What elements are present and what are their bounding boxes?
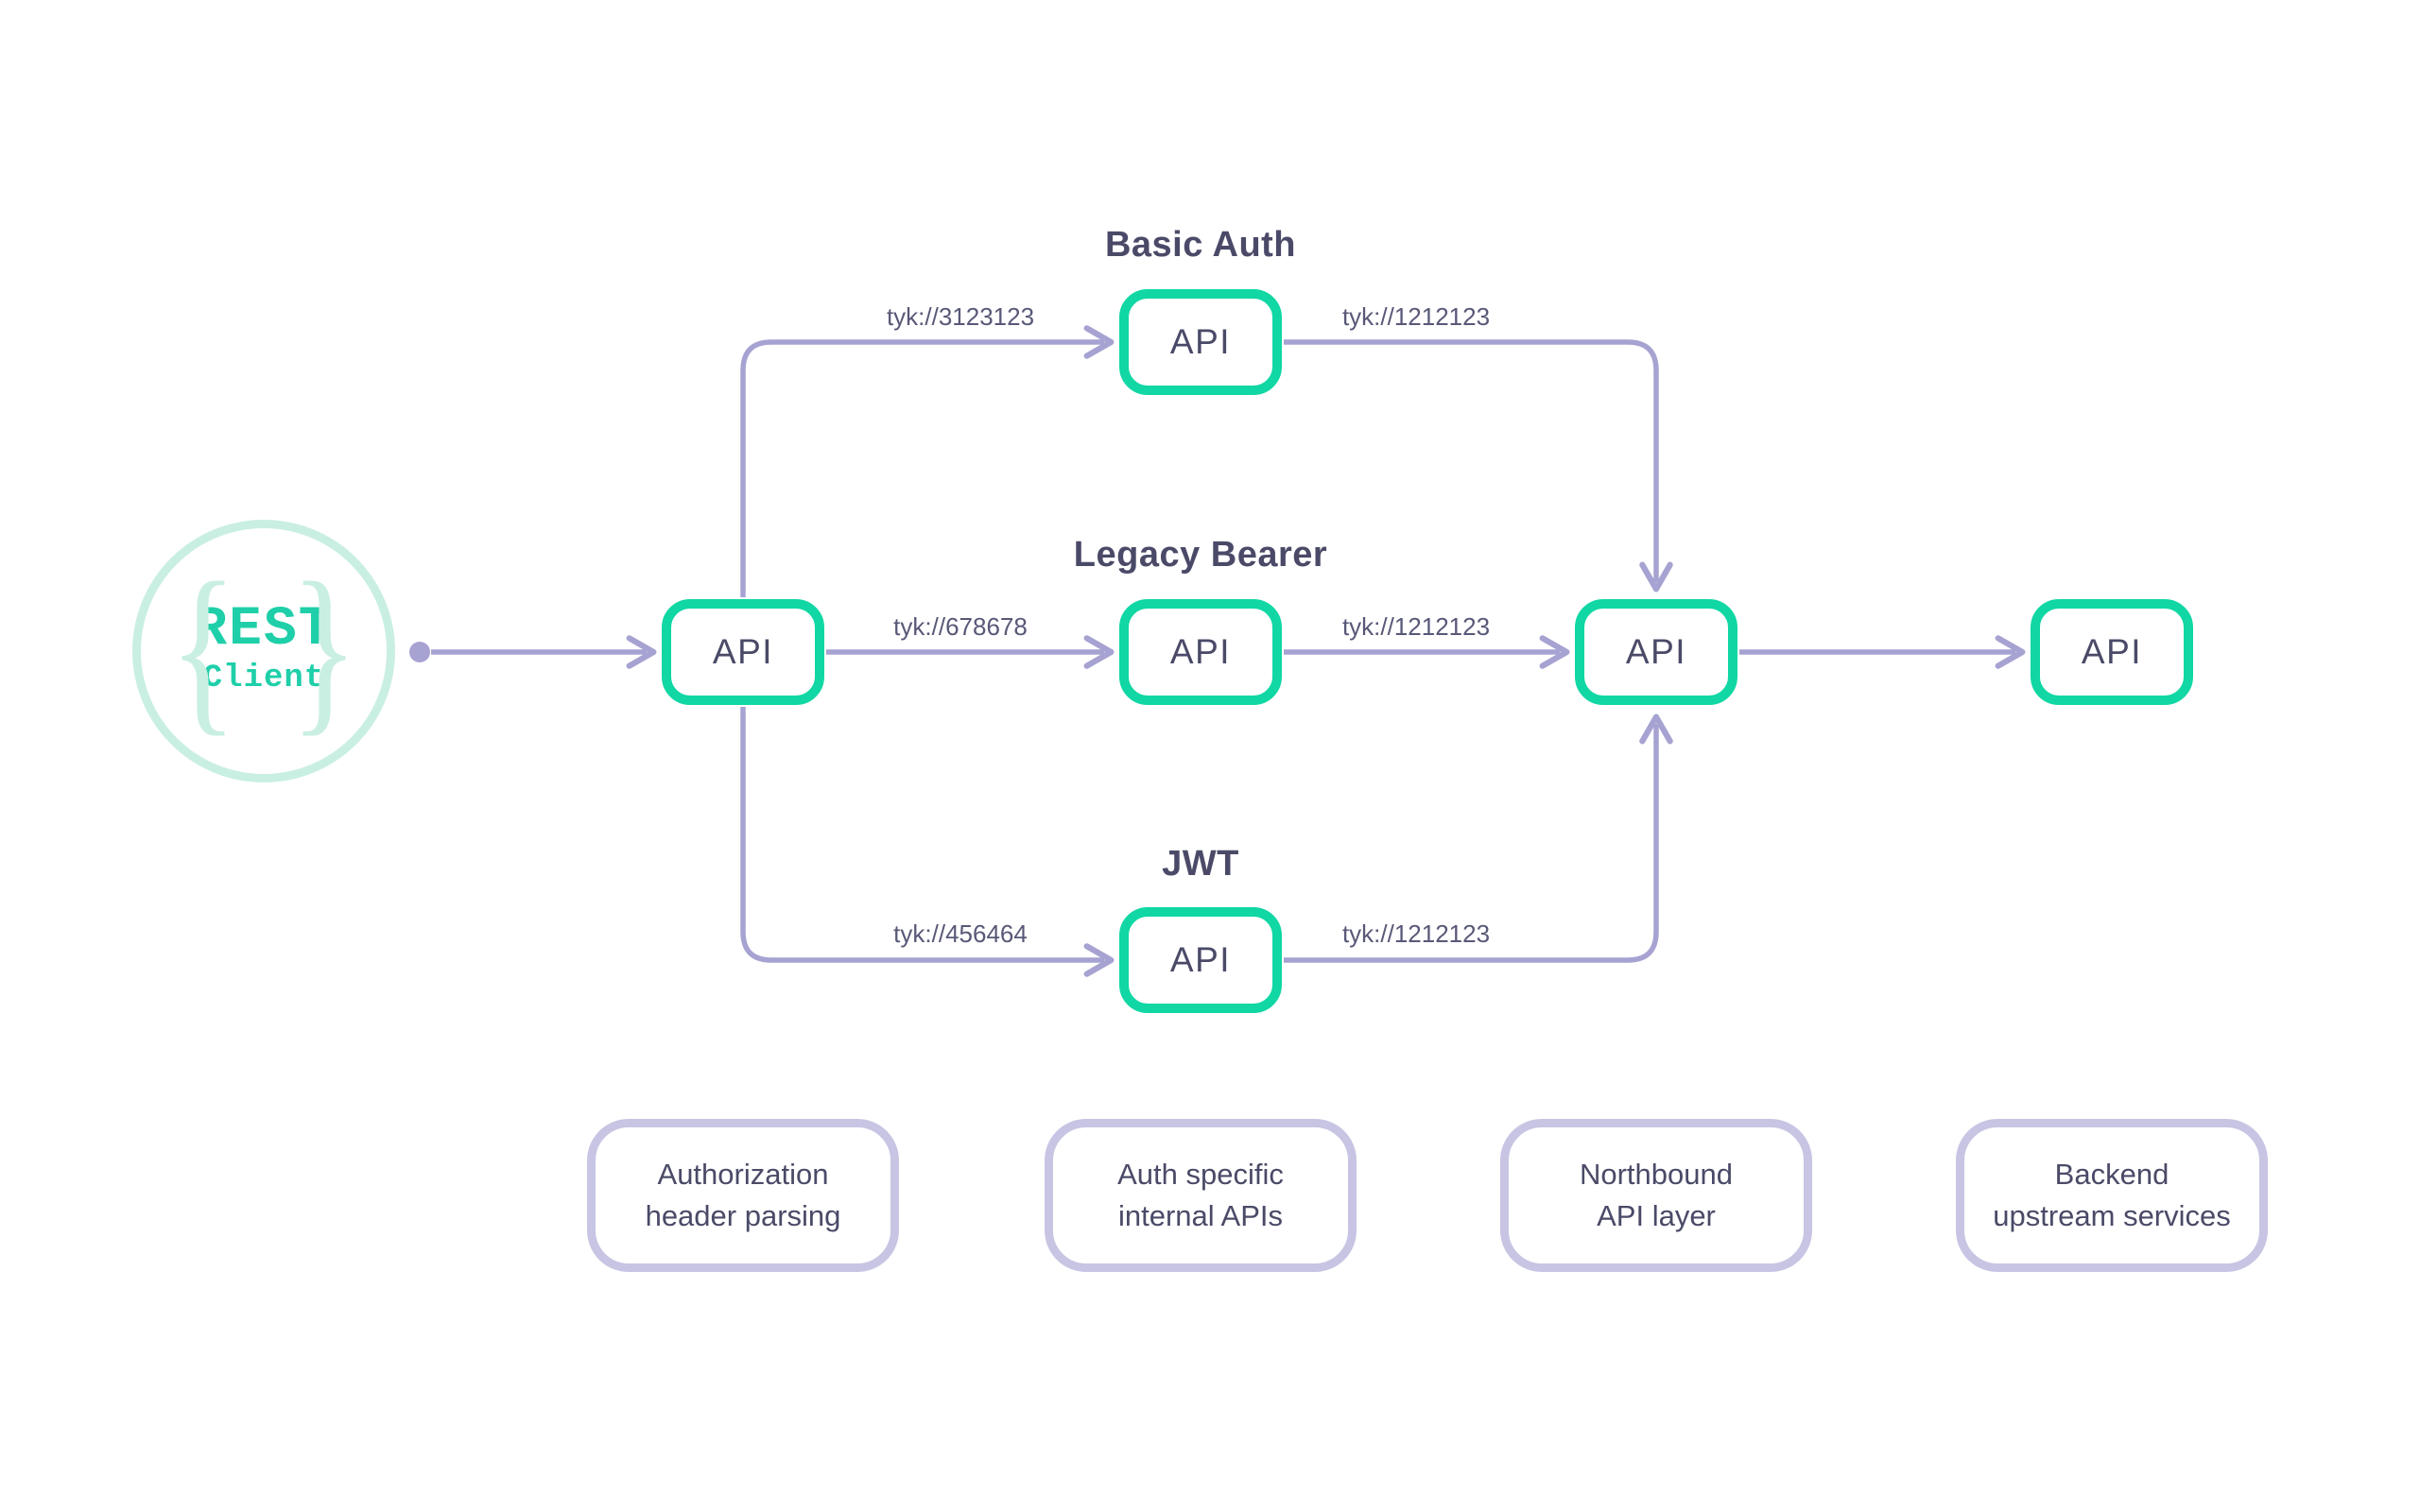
edge-gateway-to-basic <box>740 325 1115 597</box>
edge-basic-to-northbound <box>1284 339 1673 593</box>
legend-line: internal APIs <box>1117 1199 1284 1232</box>
edge-label-basic-out: tyk://1212123 <box>1341 302 1491 331</box>
legend-line: Northbound <box>1579 1158 1733 1191</box>
api-node-northbound-label: API <box>1625 632 1687 671</box>
api-node-backend: API <box>2031 599 2193 705</box>
legend-line: Auth specific <box>1117 1158 1284 1191</box>
api-node-jwt-label: API <box>1169 940 1232 979</box>
api-node-basic-auth: API <box>1119 289 1282 395</box>
edge-label-jwt-out: tyk://1212123 <box>1341 919 1491 948</box>
rest-client-node: { REST Client } <box>132 520 395 782</box>
api-node-legacy-bearer-label: API <box>1169 632 1232 671</box>
client-origin-dot <box>409 642 430 662</box>
api-node-backend-label: API <box>2081 632 2143 671</box>
api-node-jwt: API <box>1119 907 1282 1013</box>
api-node-legacy-bearer: API <box>1119 599 1282 705</box>
legend-backend-upstream-services: Backend upstream services <box>1956 1119 2268 1272</box>
edge-jwt-to-northbound <box>1284 713 1673 963</box>
api-node-gateway-label: API <box>712 632 774 671</box>
group-title-jwt: JWT <box>1162 844 1239 884</box>
legend-auth-specific-internal-apis: Auth specific internal APIs <box>1045 1119 1357 1272</box>
legend-line: Backend <box>2054 1158 2169 1191</box>
group-title-basic-auth: Basic Auth <box>1104 225 1297 265</box>
api-node-northbound: API <box>1575 599 1737 705</box>
edge-gateway-to-jwt <box>740 707 1115 977</box>
edge-label-to-legacy: tyk://678678 <box>893 612 1028 641</box>
legend-line: API layer <box>1597 1199 1716 1232</box>
edge-label-to-basic: tyk://3123123 <box>886 302 1035 331</box>
edge-label-to-jwt: tyk://456464 <box>893 919 1028 948</box>
legend-authorization-header-parsing: Authorization header parsing <box>587 1119 899 1272</box>
left-brace-decoration: { <box>169 544 237 752</box>
legend-line: header parsing <box>645 1199 841 1232</box>
legend-line: upstream services <box>1993 1199 2231 1232</box>
edge-label-legacy-out: tyk://1212123 <box>1341 612 1491 641</box>
api-node-basic-auth-label: API <box>1169 322 1232 361</box>
legend-northbound-api-layer: Northbound API layer <box>1500 1119 1812 1272</box>
legend-line: Authorization <box>657 1158 829 1191</box>
client-title: REST <box>194 599 334 661</box>
group-title-legacy-bearer: Legacy Bearer <box>1073 535 1328 575</box>
right-brace-decoration: } <box>290 544 358 752</box>
client-subtitle: Client <box>202 661 325 696</box>
api-node-gateway: API <box>662 599 824 705</box>
